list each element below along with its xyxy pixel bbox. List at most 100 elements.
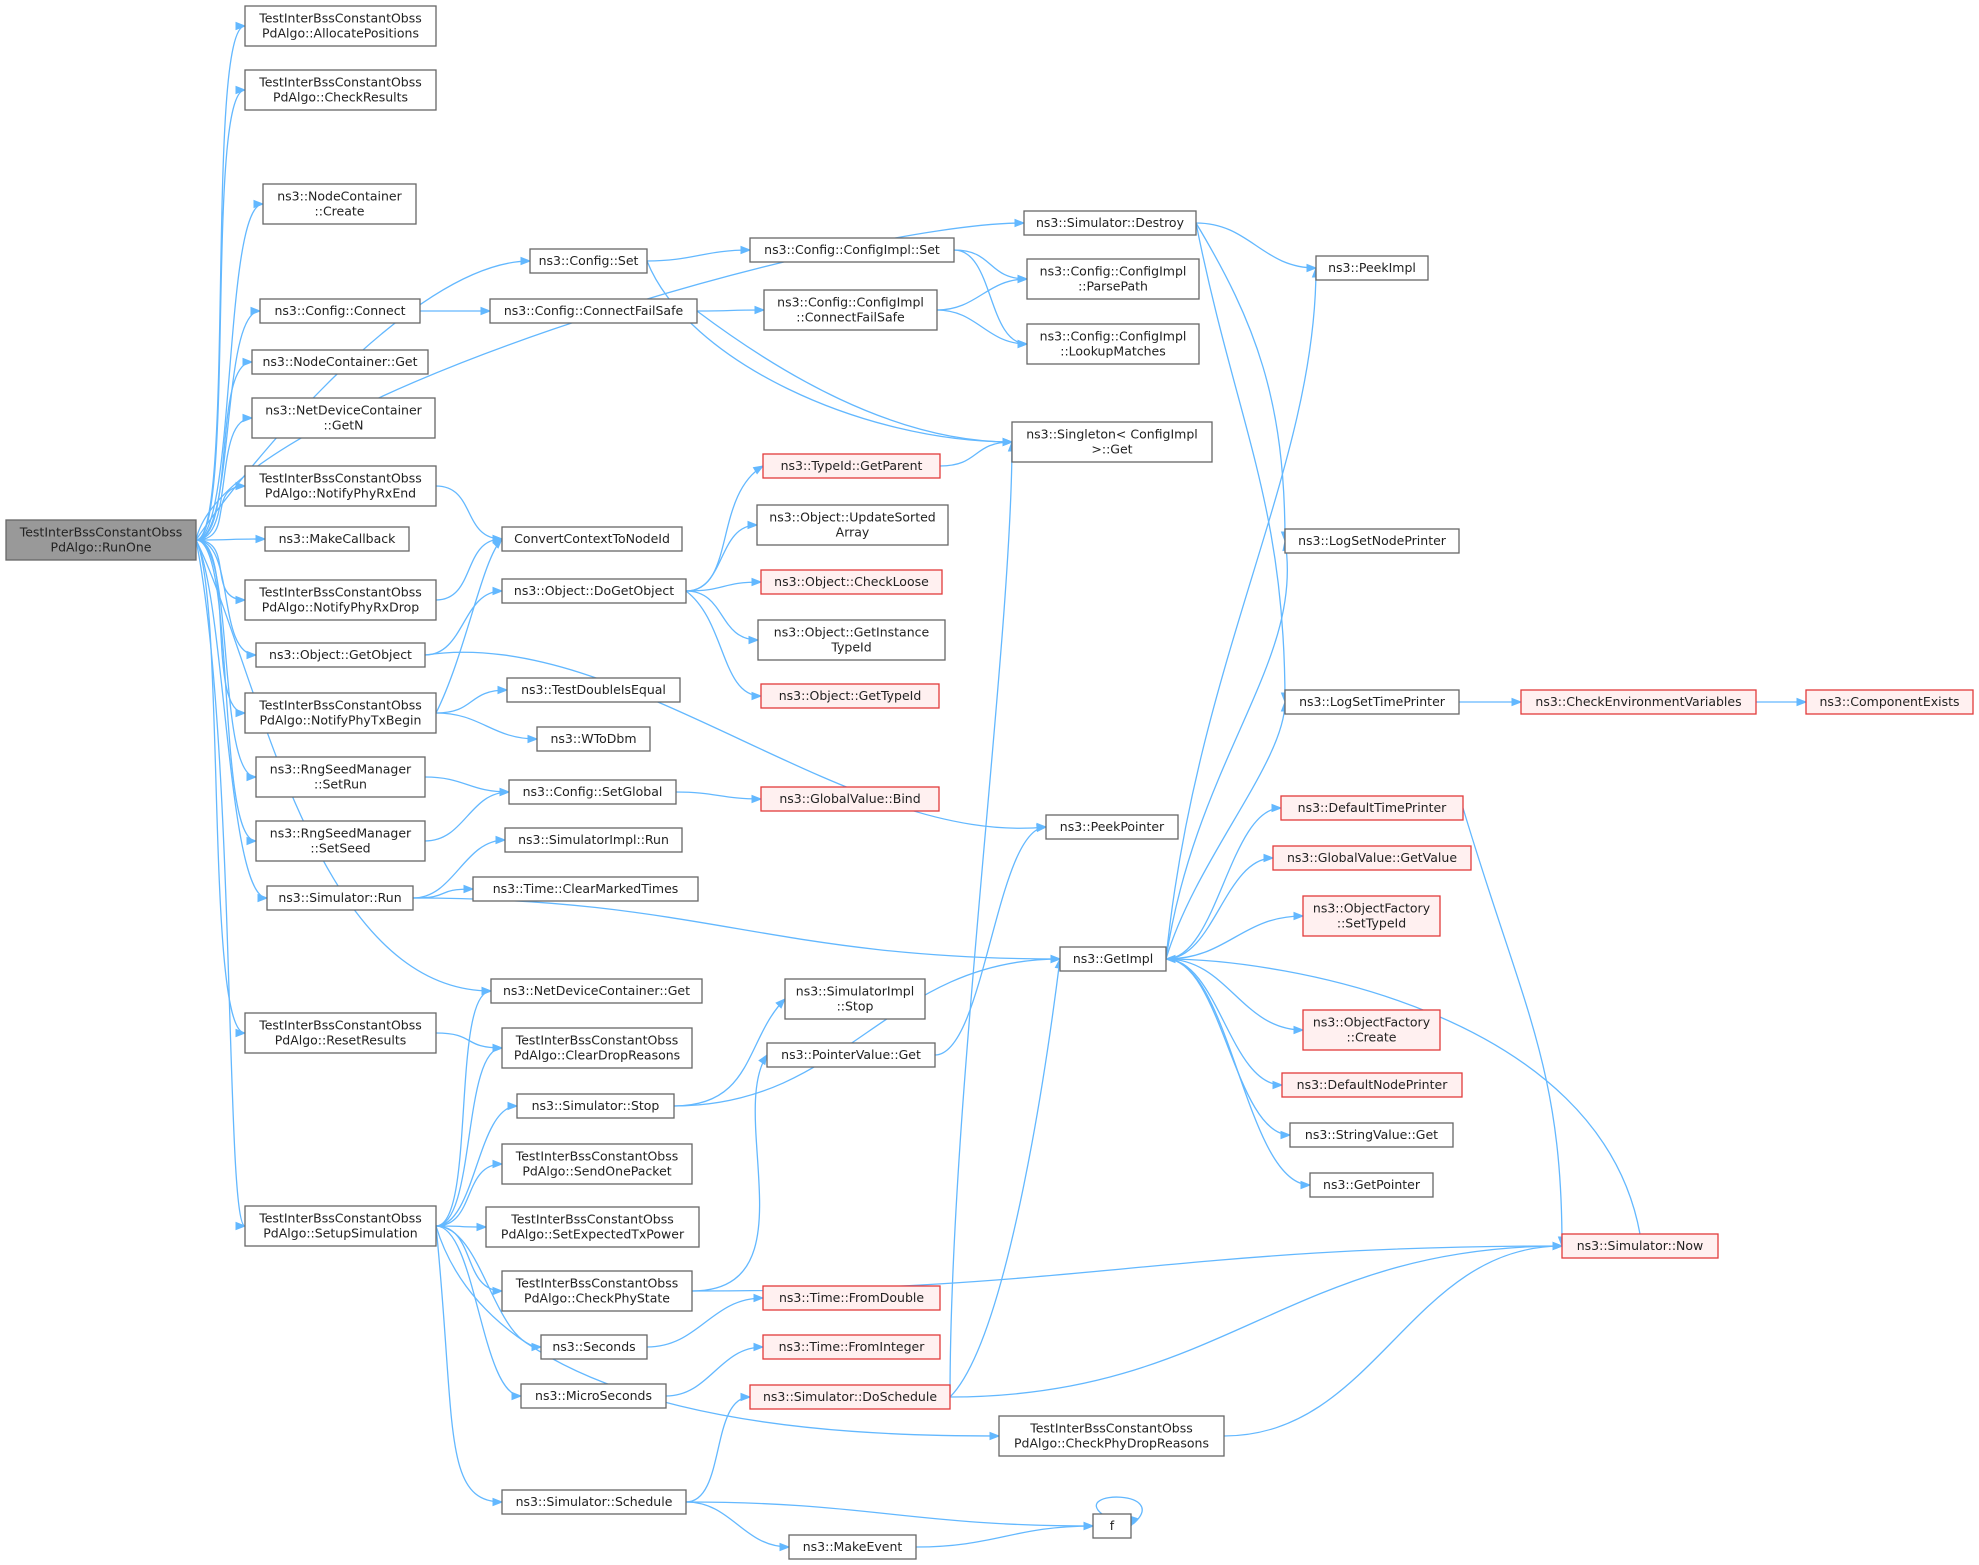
node-ns3-componentexists[interactable]: ns3::ComponentExists [1805, 689, 1974, 715]
node-ns3-config-set[interactable]: ns3::Config::Set [529, 248, 648, 274]
node-testinterbssconstantobsspdalgo-setexpectedtxpower[interactable]: TestInterBssConstantObssPdAlgo::SetExpec… [485, 1206, 700, 1248]
node-ns3-defaultnodeprinter[interactable]: ns3::DefaultNodePrinter [1281, 1072, 1463, 1098]
edge-n15-n24 [412, 835, 507, 899]
edge-n54-n66 [1165, 958, 1312, 1190]
node-ns3-simulator-now[interactable]: ns3::Simulator::Now [1561, 1233, 1719, 1259]
node-ns3-getimpl[interactable]: ns3::GetImpl [1059, 946, 1167, 972]
node-f[interactable]: f [1092, 1513, 1132, 1539]
node-label: ns3::Object::CheckLoose [774, 574, 929, 589]
node-label: ns3::StringValue::Get [1305, 1127, 1438, 1142]
node-label: ns3::Simulator::DoSchedule [763, 1389, 937, 1404]
node-testinterbssconstantobsspdalgo-resetresults[interactable]: TestInterBssConstantObssPdAlgo::ResetRes… [244, 1012, 437, 1054]
node-label: ns3::MicroSeconds [535, 1388, 652, 1403]
node-testinterbssconstantobsspdalgo-setupsimulation[interactable]: TestInterBssConstantObssPdAlgo::SetupSim… [244, 1205, 437, 1247]
edge-n17-n26 [435, 986, 493, 1227]
node-ns3-checkenvironmentvariables[interactable]: ns3::CheckEnvironmentVariables [1520, 689, 1757, 715]
node-ns3-seconds[interactable]: ns3::Seconds [540, 1334, 648, 1360]
node-ns3-config-setglobal[interactable]: ns3::Config::SetGlobal [508, 779, 677, 805]
node-ns3-simulator-doschedule[interactable]: ns3::Simulator::DoSchedule [749, 1384, 951, 1410]
node-ns3-peekpointer[interactable]: ns3::PeekPointer [1045, 814, 1179, 840]
node-ns3-rngseedmanager-setrun[interactable]: ns3::RngSeedManager::SetRun [255, 756, 426, 798]
node-ns3-globalvalue-bind[interactable]: ns3::GlobalValue::Bind [760, 786, 940, 812]
node-label: ns3::Config::Set [539, 253, 639, 268]
node-label: ::Stop [837, 999, 874, 1014]
node-ns3-makeevent[interactable]: ns3::MakeEvent [788, 1534, 917, 1560]
node-testinterbssconstantobsspdalgo-checkphystate[interactable]: TestInterBssConstantObssPdAlgo::CheckPhy… [501, 1270, 693, 1312]
node-ns3-nodecontainer-get[interactable]: ns3::NodeContainer::Get [251, 349, 429, 375]
node-testinterbssconstantobsspdalgo-notifyphyrxdrop[interactable]: TestInterBssConstantObssPdAlgo::NotifyPh… [244, 579, 437, 621]
node-ns3-nodecontainer-create[interactable]: ns3::NodeContainer::Create [262, 183, 417, 225]
node-ns3-object-checkloose[interactable]: ns3::Object::CheckLoose [760, 569, 943, 595]
node-ns3-config-connectfailsafe[interactable]: ns3::Config::ConnectFailSafe [489, 298, 698, 324]
edge-n23-n42 [675, 791, 763, 804]
node-ns3-object-dogetobject[interactable]: ns3::Object::DoGetObject [501, 578, 687, 604]
node-ns3-time-frominteger[interactable]: ns3::Time::FromInteger [762, 1334, 941, 1360]
node-ns3-simulator-schedule[interactable]: ns3::Simulator::Schedule [501, 1489, 687, 1515]
node-label: ::SetTypeId [1337, 916, 1406, 931]
node-testinterbssconstantobsspdalgo-sendonepacket[interactable]: TestInterBssConstantObssPdAlgo::SendOneP… [501, 1143, 693, 1185]
node-ns3-rngseedmanager-setseed[interactable]: ns3::RngSeedManager::SetSeed [255, 820, 426, 862]
node-box [1011, 421, 1213, 463]
node-label: ::Create [315, 204, 365, 219]
node-ns3-netdevicecontainer-get[interactable]: ns3::NetDeviceContainer::Get [490, 978, 703, 1004]
node-ns3-object-gettypeid[interactable]: ns3::Object::GetTypeId [760, 683, 940, 709]
node-ns3-singleton-configimpl-get[interactable]: ns3::Singleton< ConfigImpl>::Get [1011, 421, 1213, 463]
node-label: ns3::WToDbm [550, 731, 636, 746]
node-ns3-config-connect[interactable]: ns3::Config::Connect [259, 298, 421, 324]
node-convertcontexttonodeid[interactable]: ConvertContextToNodeId [501, 526, 683, 552]
node-testinterbssconstantobsspdalgo-checkphydropreasons[interactable]: TestInterBssConstantObssPdAlgo::CheckPhy… [998, 1415, 1225, 1457]
node-ns3-config-configimpl-parsepath[interactable]: ns3::Config::ConfigImpl::ParsePath [1026, 258, 1200, 300]
node-ns3-microseconds[interactable]: ns3::MicroSeconds [520, 1383, 667, 1409]
node-ns3-config-configimpl-set[interactable]: ns3::Config::ConfigImpl::Set [749, 237, 955, 263]
edge-n47-n67 [949, 1241, 1564, 1398]
node-box [1092, 1513, 1132, 1539]
node-box [244, 579, 437, 621]
node-box [244, 465, 437, 507]
node-ns3-defaulttimeprinter[interactable]: ns3::DefaultTimePrinter [1280, 795, 1464, 821]
node-testinterbssconstantobsspdalgo-notifyphytxbegin[interactable]: TestInterBssConstantObssPdAlgo::NotifyPh… [244, 692, 437, 734]
node-ns3-simulatorimpl-run[interactable]: ns3::SimulatorImpl::Run [504, 827, 683, 853]
node-ns3-object-getobject[interactable]: ns3::Object::GetObject [255, 642, 426, 668]
node-box [516, 1093, 675, 1119]
node-label: ns3::NodeContainer [277, 189, 402, 204]
edge-n15-n54 [412, 897, 1062, 964]
node-ns3-simulator-destroy[interactable]: ns3::Simulator::Destroy [1023, 210, 1197, 236]
node-ns3-config-configimpl-connectfailsafe[interactable]: ns3::Config::ConfigImpl::ConnectFailSafe [763, 289, 938, 331]
node-ns3-objectfactory-create[interactable]: ns3::ObjectFactory::Create [1302, 1009, 1441, 1051]
node-ns3-simulator-run[interactable]: ns3::Simulator::Run [266, 885, 414, 911]
node-box [1272, 845, 1472, 871]
node-label: ::LookupMatches [1060, 344, 1166, 359]
node-ns3-logsettimeprinter[interactable]: ns3::LogSetTimePrinter [1284, 689, 1460, 715]
node-ns3-globalvalue-getvalue[interactable]: ns3::GlobalValue::GetValue [1272, 845, 1472, 871]
node-ns3-simulatorimpl-stop[interactable]: ns3::SimulatorImpl::Stop [784, 978, 926, 1020]
node-ns3-typeid-getparent[interactable]: ns3::TypeId::GetParent [762, 453, 941, 479]
node-ns3-time-clearmarkedtimes[interactable]: ns3::Time::ClearMarkedTimes [472, 876, 699, 902]
node-ns3-objectfactory-settypeid[interactable]: ns3::ObjectFactory::SetTypeId [1302, 895, 1441, 937]
node-ns3-makecallback[interactable]: ns3::MakeCallback [264, 526, 410, 552]
node-ns3-logsetnodeprinter[interactable]: ns3::LogSetNodePrinter [1284, 528, 1460, 554]
node-ns3-time-fromdouble[interactable]: ns3::Time::FromDouble [762, 1285, 941, 1311]
node-ns3-netdevicecontainer-getn[interactable]: ns3::NetDeviceContainer::GetN [251, 397, 436, 439]
node-ns3-simulator-stop[interactable]: ns3::Simulator::Stop [516, 1093, 675, 1119]
node-label: PdAlgo::CheckPhyDropReasons [1014, 1436, 1209, 1451]
node-ns3-wtodbm[interactable]: ns3::WToDbm [536, 726, 651, 752]
node-box [756, 504, 949, 546]
node-ns3-getpointer[interactable]: ns3::GetPointer [1309, 1172, 1434, 1198]
edge-n5-n18 [420, 306, 492, 316]
edge-n55-n67 [1223, 1241, 1564, 1437]
node-box [784, 978, 926, 1020]
node-ns3-pointervalue-get[interactable]: ns3::PointerValue::Get [766, 1042, 936, 1068]
node-ns3-config-configimpl-lookupmatches[interactable]: ns3::Config::ConfigImpl::LookupMatches [1026, 323, 1200, 365]
node-testinterbssconstantobsspdalgo-cleardropreasons[interactable]: TestInterBssConstantObssPdAlgo::ClearDro… [501, 1027, 693, 1069]
node-label: PdAlgo::SendOnePacket [522, 1164, 671, 1179]
node-ns3-testdoubleisequal[interactable]: ns3::TestDoubleIsEqual [506, 677, 681, 703]
node-testinterbssconstantobsspdalgo-notifyphyrxend[interactable]: TestInterBssConstantObssPdAlgo::NotifyPh… [244, 465, 437, 507]
node-testinterbssconstantobsspdalgo-allocatepositions[interactable]: TestInterBssConstantObssPdAlgo::Allocate… [244, 5, 437, 47]
node-ns3-peekimpl[interactable]: ns3::PeekImpl [1315, 255, 1429, 281]
node-testinterbssconstantobsspdalgo-checkresults[interactable]: TestInterBssConstantObssPdAlgo::CheckRes… [244, 69, 437, 111]
node-ns3-stringvalue-get[interactable]: ns3::StringValue::Get [1289, 1122, 1454, 1148]
node-label: ns3::Simulator::Destroy [1036, 215, 1185, 230]
